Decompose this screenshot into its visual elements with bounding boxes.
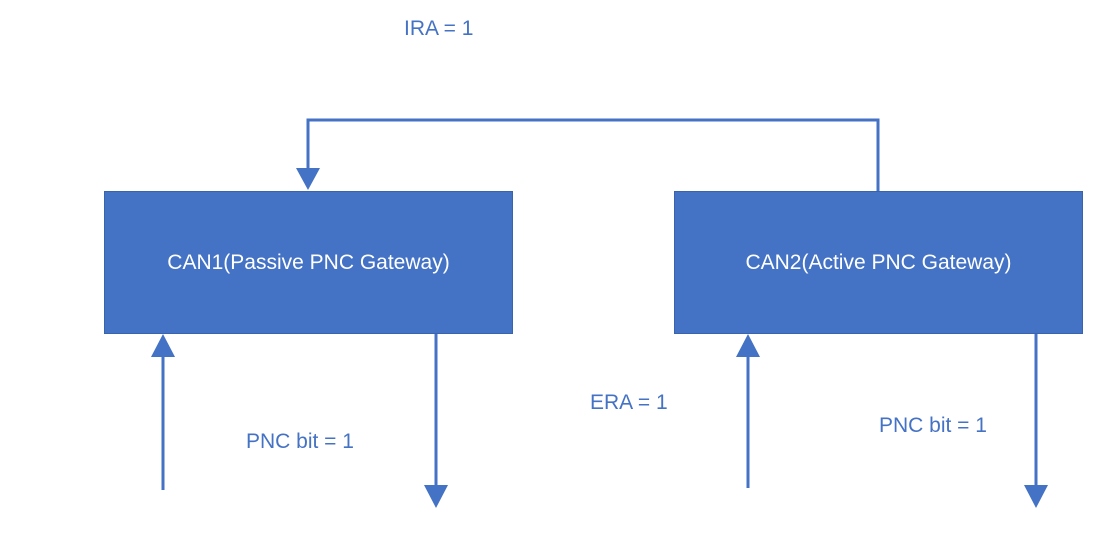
can1-output-arrowhead-down-icon: [424, 485, 448, 508]
ira-label: IRA = 1: [404, 17, 474, 40]
can2-gateway-label: CAN2(Active PNC Gateway): [745, 250, 1012, 274]
can1-gateway-label: CAN1(Passive PNC Gateway): [167, 250, 450, 274]
can2-input-arrowhead-up-icon: [736, 334, 760, 357]
can2-pnc-bit-label: PNC bit = 1: [879, 414, 987, 437]
era-label: ERA = 1: [590, 391, 668, 414]
can1-input-arrowhead-up-icon: [151, 334, 175, 357]
can1-pnc-bit-label: PNC bit = 1: [246, 430, 354, 453]
can2-gateway-box: CAN2(Active PNC Gateway): [674, 191, 1083, 334]
can2-output-arrowhead-down-icon: [1024, 485, 1048, 508]
can1-gateway-box: CAN1(Passive PNC Gateway): [104, 191, 513, 334]
ira-connector-line: [306, 118, 880, 191]
ira-arrowhead-down-icon: [296, 168, 320, 190]
